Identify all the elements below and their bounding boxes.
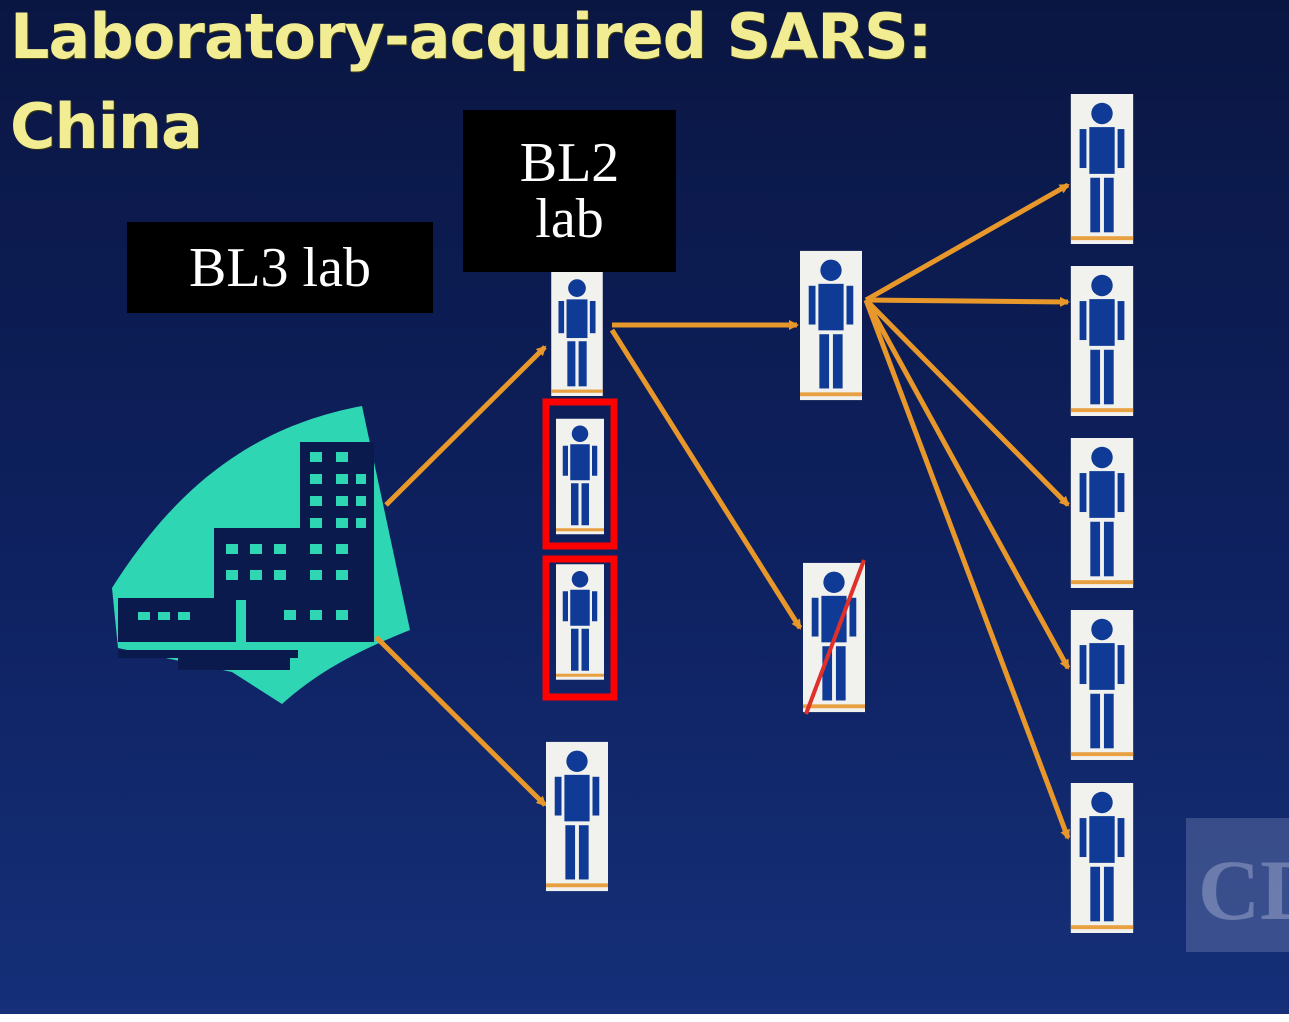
person-icon [556, 418, 604, 535]
arrow-lab-to-case-4 [374, 635, 547, 807]
slide-title-line-2: China [10, 90, 203, 163]
transmission-arrows [374, 182, 1071, 840]
person-icon [1070, 438, 1134, 588]
bl2-lab-label: BL2 lab [463, 110, 676, 272]
person-icon [546, 741, 608, 892]
arrow-gen2-to-gen3-5 [863, 299, 1071, 840]
cdc-watermark: CDC [1186, 818, 1289, 952]
bl2-lab-text-line-1: BL2 [519, 132, 620, 194]
highlight-box-1 [542, 398, 618, 550]
person-icon [556, 564, 604, 680]
bl3-lab-text: BL3 lab [189, 236, 371, 299]
person-icon [1070, 783, 1134, 933]
arrow-lab-to-case-1 [384, 345, 547, 507]
highlight-box-2 [542, 555, 618, 701]
person-icon [800, 250, 862, 401]
cdc-watermark-text: CDC [1198, 842, 1289, 938]
slide-title-line-1: Laboratory-acquired SARS: [10, 0, 932, 73]
bl2-lab-text-line-2: lab [535, 188, 604, 250]
bl3-lab-label: BL3 lab [127, 222, 433, 313]
person-icon [1070, 266, 1134, 416]
person-icon [1070, 94, 1134, 244]
deceased-slash [804, 559, 866, 715]
building-icon [112, 406, 410, 704]
arrow-gen2-to-gen3-4 [863, 298, 1071, 670]
person-icon [1070, 610, 1134, 760]
arrow-gen2-to-gen3-1 [864, 182, 1070, 303]
arrow-gen2-to-gen3-2 [865, 296, 1070, 307]
arrow-case-1-to-gen2-b [609, 328, 803, 630]
person-icon [551, 272, 603, 396]
arrow-gen2-to-gen3-3 [864, 298, 1070, 507]
bottom-border [0, 1014, 1289, 1022]
